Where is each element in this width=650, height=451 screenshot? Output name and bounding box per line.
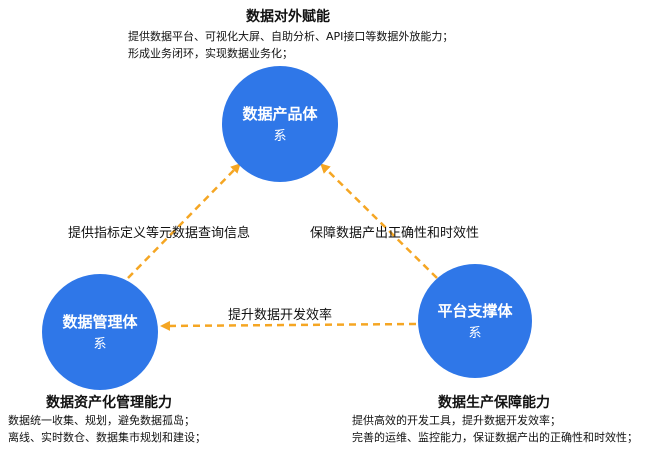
top-heading: 数据对外赋能 — [246, 9, 330, 25]
edge-label-left-to-top: 提供指标定义等元数据查询信息 — [68, 226, 251, 241]
node-top-line-2: 系 — [273, 129, 287, 144]
arrow-right-to-top — [320, 163, 438, 279]
arrow-right-to-left — [160, 320, 417, 331]
node-data-management-system: 数据管理体 系 — [42, 274, 158, 390]
top-description: 提供数据平台、可视化大屏、自助分析、API接口等数据外放能力； 形成业务闭环，实… — [128, 28, 453, 62]
right-description: 提供高效的开发工具，提升数据开发效率； 完善的运维、监控能力，保证数据产出的正确… — [352, 412, 638, 446]
left-description: 数据统一收集、规划，避免数据孤岛； 离线、实时数仓、数据集市规划和建设； — [8, 412, 206, 446]
top-desc-line-2: 形成业务闭环，实现数据业务化； — [128, 47, 293, 60]
node-left-line-1: 数据管理体 — [62, 313, 138, 331]
top-desc-line-1: 提供数据平台、可视化大屏、自助分析、API接口等数据外放能力； — [128, 30, 454, 43]
arrow-left-to-top — [127, 163, 241, 279]
left-heading: 数据资产化管理能力 — [46, 395, 172, 411]
node-right-line-1: 平台支撑体 — [437, 302, 513, 320]
node-top-line-1: 数据产品体 — [242, 105, 318, 123]
right-desc-line-2: 完善的运维、监控能力，保证数据产出的正确性和时效性； — [352, 431, 638, 444]
edge-label-right-to-left: 提升数据开发效率 — [228, 308, 333, 323]
left-desc-line-2: 离线、实时数仓、数据集市规划和建设； — [8, 431, 206, 444]
right-desc-line-1: 提供高效的开发工具，提升数据开发效率； — [352, 414, 561, 427]
node-platform-support-system: 平台支撑体 系 — [418, 264, 532, 378]
right-heading: 数据生产保障能力 — [438, 395, 550, 411]
node-right-line-2: 系 — [468, 326, 482, 341]
edge-label-right-to-top: 保障数据产出正确性和时效性 — [310, 226, 480, 241]
node-data-product-system: 数据产品体 系 — [222, 66, 338, 182]
node-left-line-2: 系 — [93, 337, 107, 352]
left-desc-line-1: 数据统一收集、规划，避免数据孤岛； — [8, 414, 195, 427]
